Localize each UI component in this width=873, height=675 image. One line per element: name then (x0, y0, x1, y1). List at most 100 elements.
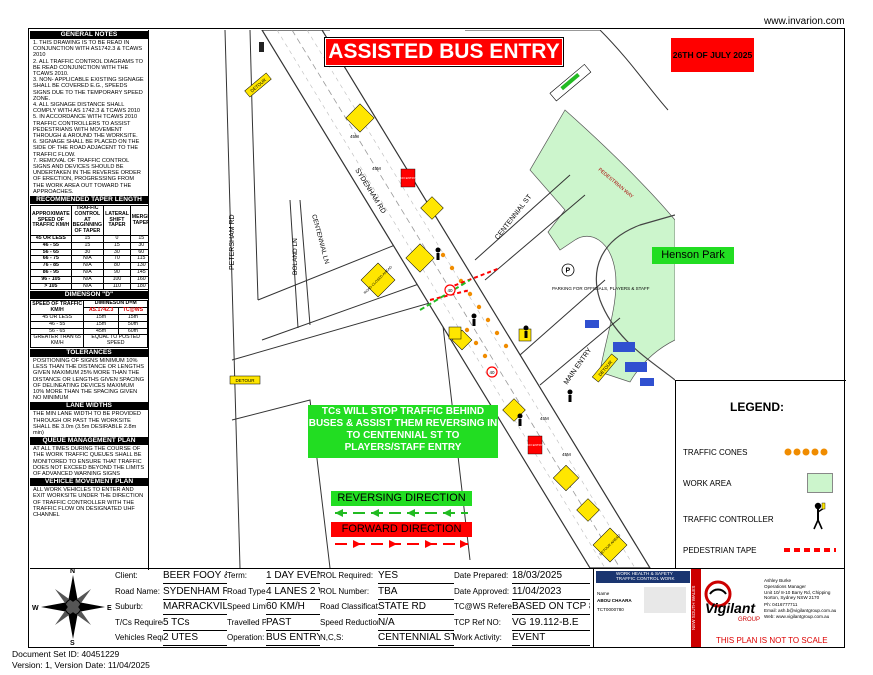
date-banner: 26TH OF JULY 2025 (671, 38, 754, 72)
reversing-path (419, 279, 471, 311)
document-info: Document Set ID: 40451229 Version: 1, Ve… (12, 649, 150, 671)
info-value: YES (378, 569, 454, 584)
forward-direction-label: FORWARD DIRECTION (331, 522, 472, 537)
info-value: 4 LANES 2 WAY (266, 585, 320, 600)
centennial-street-edge (484, 194, 586, 281)
info-value: 11/04/2023 (512, 585, 590, 600)
info-label: Speed Reduction: (320, 617, 378, 627)
contact-address: Unit 10/ 8-10 Barry Rd, Chipping Norton,… (764, 590, 831, 601)
vehicle-plan-title: VEHICLE MOVEMENT PLAN (30, 478, 148, 487)
legend-work-area-swatch (807, 473, 833, 493)
dimension-table: SPEED OF TRAFFIC KM/H DIMINESON D=M AS.1… (30, 300, 148, 348)
street-label-boland: BOLAND LN (292, 238, 299, 275)
legend-cones-swatch (784, 448, 828, 456)
info-label: ROL Number: (320, 586, 370, 596)
info-label: Suburb: (115, 602, 144, 611)
card-name: ABOU CHAARA (597, 598, 632, 603)
legend-tape-swatch (784, 548, 836, 552)
traffic-controllers (435, 247, 573, 426)
crossing-markers (585, 320, 654, 386)
info-value: 5 TCs (163, 616, 227, 631)
dimension-cell: GREATER THAN 65 KM/H (30, 334, 85, 348)
taper-cell: > 105 (30, 282, 72, 291)
legend-label: WORK AREA (683, 479, 732, 488)
legend-title: LEGEND: (730, 400, 784, 414)
info-value: 2 UTES (163, 631, 227, 646)
vehicle-plan-text: ALL WORK VEHICLES TO ENTER AND EXIT WORK… (33, 487, 144, 519)
tolerances-title: TOLERANCES (30, 349, 148, 358)
info-label: Vehicles Required: (115, 633, 163, 642)
boland-lane-edge (289, 199, 299, 329)
plan-title: ASSISTED BUS ENTRY (324, 37, 564, 67)
licence-card: WORK HEALTH & SAFETY TRAFFIC CONTROL WOR… (593, 569, 692, 647)
plan-sheet (28, 28, 845, 648)
taper-header: MERGE TAPER (129, 205, 148, 237)
pedestrian-tape (447, 267, 501, 289)
speed-sign-value: 40 (489, 370, 495, 375)
info-label: Date Prepared: (454, 571, 509, 580)
compass-west: W (32, 605, 39, 612)
taper-cell: 110 (103, 282, 131, 291)
info-value: BEER FOOY & FOOD (163, 569, 227, 584)
contact-name: Ashley Burke (764, 578, 792, 583)
not-to-scale-note: THIS PLAN IS NOT TO SCALE (716, 636, 828, 645)
street-label-centennial-ln: CENTENNIAL LN (310, 214, 330, 265)
info-value: 18/03/2025 (512, 569, 590, 584)
dimension-cell: EQUAL TO POSTED SPEED (83, 334, 148, 348)
reversing-direction-label: REVERSING DIRECTION (331, 491, 472, 506)
info-value: STATE RD (378, 600, 454, 615)
info-label: Operation: (227, 633, 265, 642)
info-value: TBA (378, 585, 454, 600)
info-label: Road Name: (115, 586, 160, 596)
petersham-road-edge (249, 30, 259, 301)
info-label: Client: (115, 571, 138, 580)
card-photo (644, 587, 686, 613)
info-label: Term: (227, 571, 247, 580)
tolerances-text: POSITIONING OF SIGNS MINIMUM 10% LESS TH… (33, 358, 145, 402)
info-value: BASED ON TCP 84 (512, 600, 590, 615)
speed-sign-value: 40 (447, 288, 453, 293)
company-logo-sub: GROUP (738, 617, 761, 623)
info-label: Road Classification: (320, 602, 378, 611)
info-value: CENTENNIAL ST (378, 631, 454, 646)
info-value: MARRACKVILLE (163, 600, 227, 615)
reversing-arrows (335, 509, 468, 517)
card-name-label: Name (597, 591, 610, 596)
info-label: Speed Limit: (227, 602, 266, 611)
traffic-controller-icon (813, 502, 826, 530)
taper-table: APPROXIMATE SPEED OF TRAFFIC KM/H TRAFFI… (30, 205, 148, 291)
card-number: TCT0000780 (597, 607, 624, 612)
warning-signs: DETOUR DETOUR ROAD CLOSED AHEAD DETOUR A… (229, 72, 628, 563)
info-value: SYDENHAM RD (163, 585, 227, 600)
general-notes-title: GENERAL NOTES (30, 31, 148, 39)
no-entry-signs: NO ENTRY NO ENTRY (400, 168, 543, 455)
compass-rose: N E S W (32, 568, 112, 646)
parking-label: PARKING FOR OFFICIALS, PLAYERS & STAFF (552, 286, 650, 291)
card-heading: WORK HEALTH & SAFETY TRAFFIC CONTROL WOR… (616, 571, 675, 582)
forward-arrows (335, 540, 468, 548)
card-header-bar (596, 571, 690, 583)
lane-widths-text: THE MIN LANE WIDTH TO BE PROVIDED THROUG… (33, 411, 141, 437)
site-url: www.invarion.com (764, 16, 845, 27)
contact-email: Email: ash.b@vigilantgroup.com.au (764, 608, 837, 613)
info-value: BUS ENTRY (266, 631, 320, 646)
info-label: T/Cs Required: (115, 617, 163, 627)
info-block (30, 568, 845, 649)
notes-panel: GENERAL NOTES 1. THIS DRAWING IS TO BE R… (30, 30, 149, 570)
info-value: 60 KM/H (266, 600, 320, 615)
info-label: ROL Required: (320, 571, 374, 580)
work-area (529, 109, 675, 383)
taper-header: TRAFFIC CONTROL AT BEGINNING OF TAPER (70, 205, 105, 237)
dimension-header: SPEED OF TRAFFIC KM/H (30, 300, 85, 316)
distance-marker: 45M (350, 134, 359, 139)
henson-park-label: Henson Park (652, 247, 734, 264)
dimension-title: DIMENSON "D" (30, 291, 148, 300)
info-label: TC@WS Reference: (454, 602, 512, 611)
compass-south: S (70, 640, 75, 646)
taper-cell: N/A (70, 282, 105, 291)
company-logo: Vigilant (705, 600, 756, 616)
info-value: 1 DAY EVENT (266, 569, 320, 584)
contact-web: Web: www.vigilantgroup.com.au (764, 614, 830, 619)
contact-phone: Ph: 0416777711 (764, 602, 798, 607)
